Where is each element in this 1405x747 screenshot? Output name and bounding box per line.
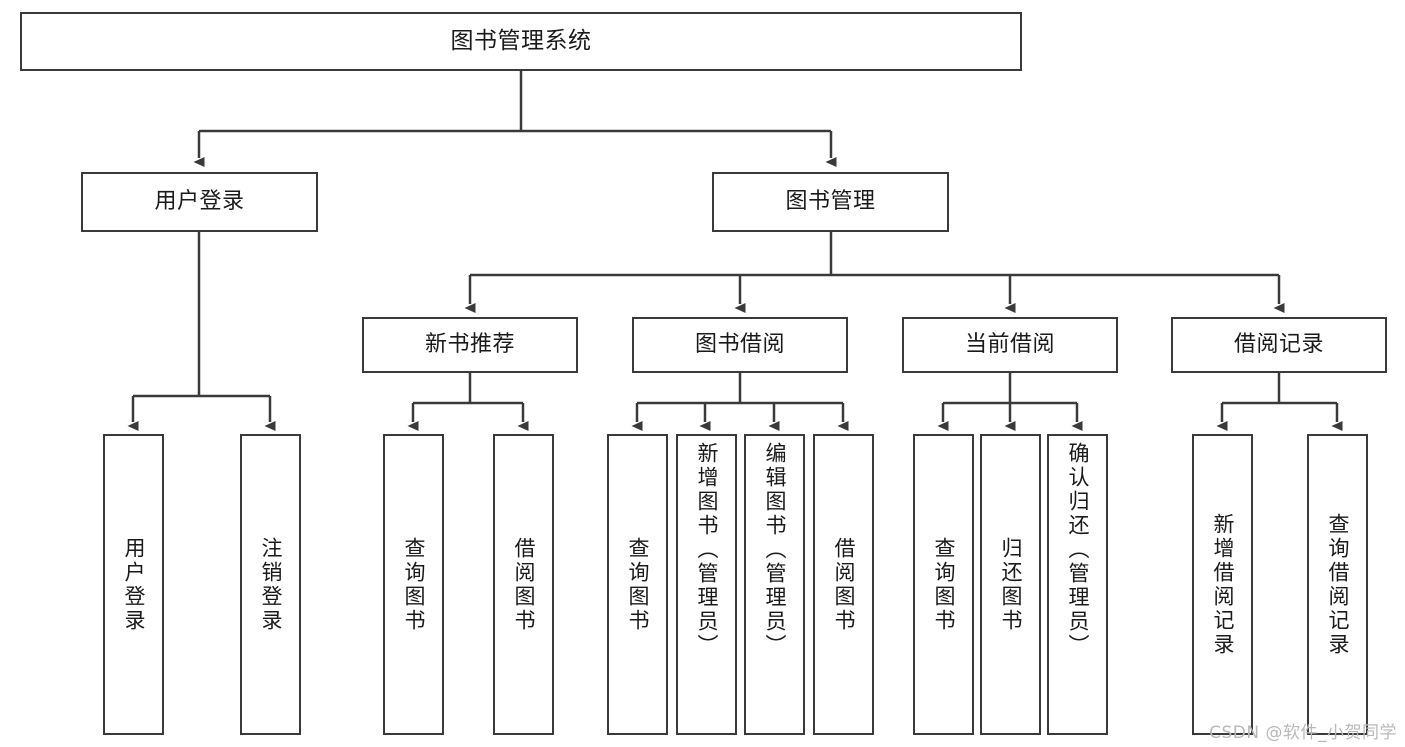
node-current-borrow[interactable]: 当前借阅 [902,317,1118,373]
node-label: 用户登录 [154,189,245,215]
node-label: 查询图书 [932,536,956,633]
node-label: 新增图书（管理员） [695,442,719,658]
node-user-login[interactable]: 用户登录 [81,172,318,232]
node-book-borrow[interactable]: 图书借阅 [632,317,848,373]
node-label: 借阅图书 [832,536,856,633]
leaf-user-login[interactable]: 用户登录 [103,434,164,735]
node-label: 归还图书 [999,536,1023,633]
node-label: 借阅图书 [512,536,536,633]
node-label: 新增借阅记录 [1211,512,1235,657]
node-borrow-record[interactable]: 借阅记录 [1171,317,1387,373]
node-label: 编辑图书（管理员） [763,442,787,658]
leaf-borrow-book-recommend[interactable]: 借阅图书 [493,434,554,735]
node-label: 查询图书 [402,536,426,633]
node-book-management[interactable]: 图书管理 [712,172,949,232]
leaf-add-book-admin[interactable]: 新增图书（管理员） [676,434,737,735]
node-label: 图书借阅 [694,332,785,358]
leaf-query-book-current[interactable]: 查询图书 [913,434,974,735]
leaf-add-borrow-record[interactable]: 新增借阅记录 [1192,434,1253,735]
node-label: 借阅记录 [1233,332,1324,358]
node-label: 确认归还（管理员） [1066,442,1090,658]
node-label: 图书管理 [785,189,876,215]
leaf-query-book-borrow[interactable]: 查询图书 [607,434,668,735]
node-new-book-recommend[interactable]: 新书推荐 [362,317,578,373]
leaf-query-borrow-record[interactable]: 查询借阅记录 [1307,434,1368,735]
leaf-query-book-recommend[interactable]: 查询图书 [383,434,444,735]
leaf-edit-book-admin[interactable]: 编辑图书（管理员） [744,434,805,735]
node-label: 图书管理系统 [450,27,592,54]
node-label: 当前借阅 [964,332,1055,358]
leaf-borrow-book[interactable]: 借阅图书 [813,434,874,735]
leaf-logout-login[interactable]: 注销登录 [240,434,301,735]
node-root-book-management-system[interactable]: 图书管理系统 [20,12,1022,71]
csdn-watermark: CSDN @软件_小贺同学 [1209,723,1397,743]
node-label: 查询图书 [626,536,650,633]
leaf-return-book[interactable]: 归还图书 [980,434,1041,735]
leaf-confirm-return-admin[interactable]: 确认归还（管理员） [1047,434,1108,735]
node-label: 新书推荐 [424,332,515,358]
node-label: 用户登录 [122,536,146,633]
node-label: 查询借阅记录 [1326,512,1350,657]
node-label: 注销登录 [259,536,283,633]
